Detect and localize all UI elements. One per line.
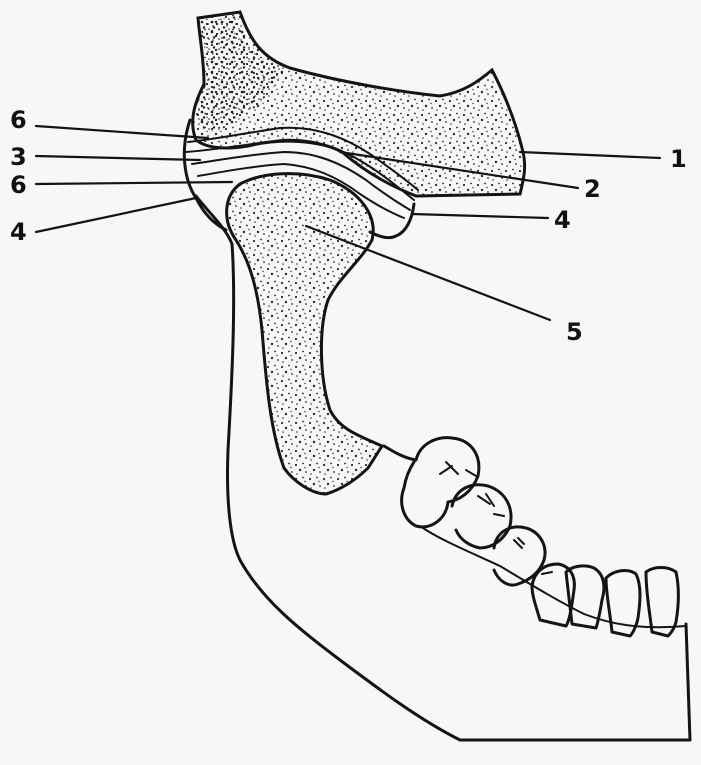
- label-5: 5: [566, 318, 583, 346]
- molar-first: [494, 527, 545, 585]
- label-6-mid: 6: [10, 171, 27, 199]
- label-3: 3: [10, 143, 27, 171]
- label-4-left: 4: [10, 218, 27, 246]
- leader-1: [520, 152, 660, 158]
- leader-6-top: [36, 126, 208, 138]
- label-2: 2: [584, 175, 601, 203]
- incisor: [646, 568, 678, 637]
- leader-6-mid: [36, 182, 232, 184]
- molar-third: [384, 438, 479, 527]
- tooth-cusp-marks: [440, 462, 552, 574]
- teeth: [384, 438, 686, 636]
- leader-4-right: [412, 214, 548, 218]
- leader-3: [36, 156, 200, 160]
- condylar-process: [227, 174, 382, 494]
- label-4-right: 4: [554, 206, 571, 234]
- leader-4-left: [36, 198, 196, 232]
- label-6-top: 6: [10, 106, 27, 134]
- label-1: 1: [670, 145, 687, 173]
